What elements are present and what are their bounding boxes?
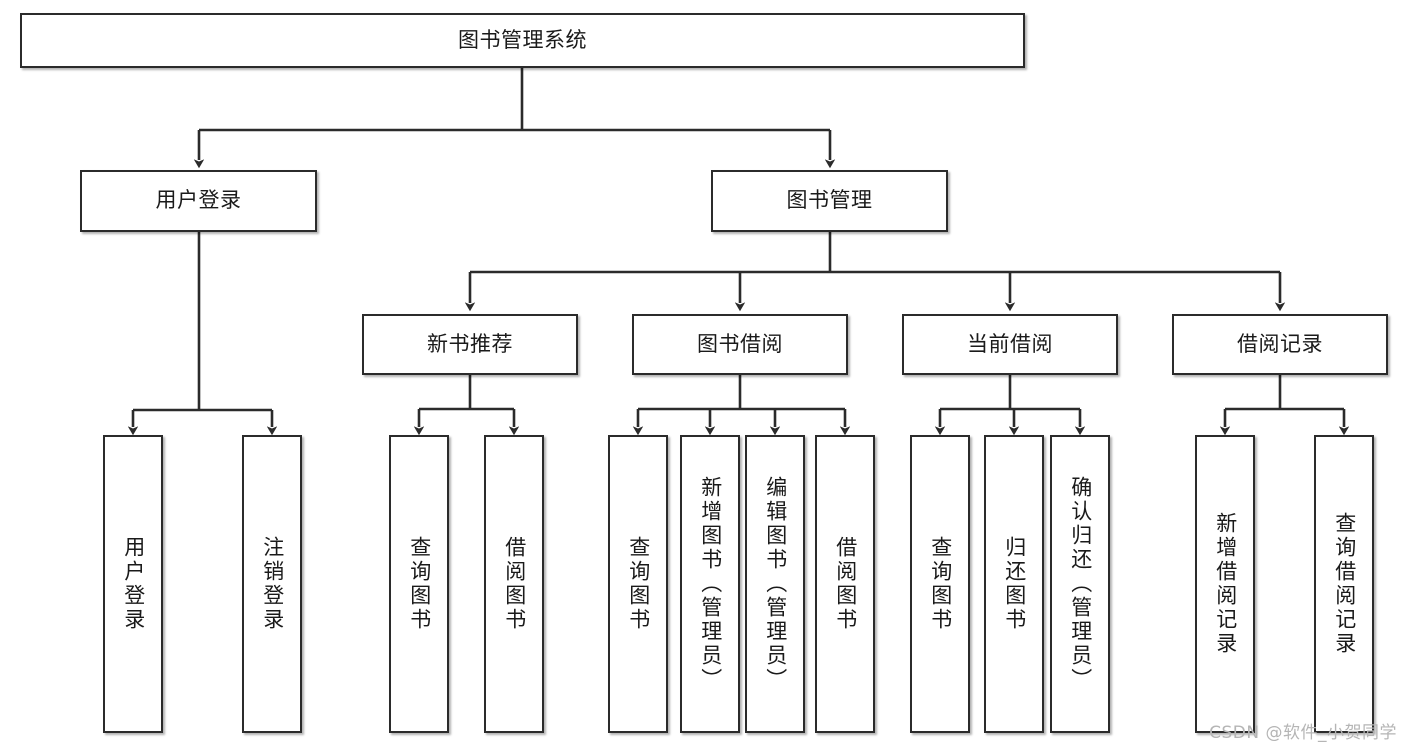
leaf-return-book-label: 归还图书 xyxy=(1002,536,1027,632)
node-new-book-rec[interactable]: 新书推荐 xyxy=(362,314,578,375)
leaf-user-login[interactable]: 用户登录 xyxy=(103,435,163,733)
node-new-book-rec-label: 新书推荐 xyxy=(427,331,513,356)
leaf-confirm-return[interactable]: 确认归还（管理员） xyxy=(1050,435,1110,733)
leaf-borrow-book-2[interactable]: 借阅图书 xyxy=(815,435,875,733)
node-borrow-record[interactable]: 借阅记录 xyxy=(1172,314,1388,375)
leaf-add-record[interactable]: 新增借阅记录 xyxy=(1195,435,1255,733)
leaf-query-book-1[interactable]: 查询图书 xyxy=(389,435,449,733)
node-book-borrow-label: 图书借阅 xyxy=(697,331,783,356)
leaf-query-record[interactable]: 查询借阅记录 xyxy=(1314,435,1374,733)
node-book-manage-label: 图书管理 xyxy=(786,188,873,213)
csdn-watermark: CSDN @软件_小贺同学 xyxy=(1209,723,1397,743)
node-current-borrow-label: 当前借阅 xyxy=(967,331,1053,356)
leaf-query-book-1-label: 查询图书 xyxy=(407,536,432,632)
node-borrow-record-label: 借阅记录 xyxy=(1237,331,1323,356)
node-current-borrow[interactable]: 当前借阅 xyxy=(902,314,1118,375)
leaf-query-book-3-label: 查询图书 xyxy=(928,536,953,632)
leaf-logout[interactable]: 注销登录 xyxy=(242,435,302,733)
leaf-query-book-3[interactable]: 查询图书 xyxy=(910,435,970,733)
node-book-borrow[interactable]: 图书借阅 xyxy=(632,314,848,375)
leaf-add-record-label: 新增借阅记录 xyxy=(1213,512,1238,656)
leaf-add-book-label: 新增图书（管理员） xyxy=(698,476,723,692)
leaf-query-book-2[interactable]: 查询图书 xyxy=(608,435,668,733)
node-user-login-label: 用户登录 xyxy=(155,188,242,213)
node-user-login[interactable]: 用户登录 xyxy=(80,170,317,232)
leaf-return-book[interactable]: 归还图书 xyxy=(984,435,1044,733)
leaf-add-book[interactable]: 新增图书（管理员） xyxy=(680,435,740,733)
node-book-manage[interactable]: 图书管理 xyxy=(711,170,948,232)
node-root-label: 图书管理系统 xyxy=(458,27,587,52)
leaf-confirm-return-label: 确认归还（管理员） xyxy=(1068,476,1093,692)
leaf-edit-book-label: 编辑图书（管理员） xyxy=(763,476,788,692)
leaf-user-login-label: 用户登录 xyxy=(121,536,146,632)
leaf-borrow-book-2-label: 借阅图书 xyxy=(833,536,858,632)
leaf-borrow-book-1[interactable]: 借阅图书 xyxy=(484,435,544,733)
leaf-query-book-2-label: 查询图书 xyxy=(626,536,651,632)
leaf-borrow-book-1-label: 借阅图书 xyxy=(502,536,527,632)
node-root[interactable]: 图书管理系统 xyxy=(20,13,1025,68)
leaf-edit-book[interactable]: 编辑图书（管理员） xyxy=(745,435,805,733)
leaf-logout-label: 注销登录 xyxy=(260,536,285,632)
leaf-query-record-label: 查询借阅记录 xyxy=(1332,512,1357,656)
